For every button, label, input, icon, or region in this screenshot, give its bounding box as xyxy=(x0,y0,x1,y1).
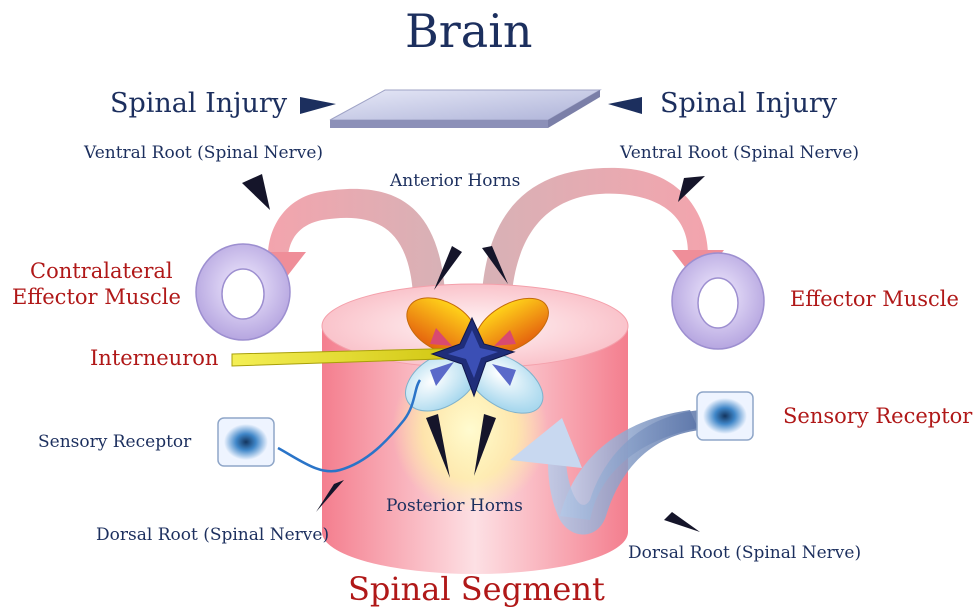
anterior-horns-label: Anterior Horns xyxy=(390,171,520,191)
sensory-receptor-left-icon xyxy=(218,418,274,466)
ventral-root-left-label: Ventral Root (Spinal Nerve) xyxy=(84,143,323,163)
effector-muscle-label: Effector Muscle xyxy=(790,287,959,311)
spinal-injury-right-arrowhead-icon xyxy=(608,97,642,114)
dorsal-right-pointer-icon xyxy=(664,512,700,532)
sensory-receptor-right-icon xyxy=(697,392,753,440)
brain-plate xyxy=(330,90,600,128)
sensory-receptor-right-label: Sensory Receptor xyxy=(783,404,972,428)
interneuron-label: Interneuron xyxy=(90,346,218,370)
ventral-left-pointer-icon xyxy=(242,174,270,210)
contralateral-label-line2: Effector Muscle xyxy=(12,285,181,309)
ventral-right-pointer-icon xyxy=(678,176,705,202)
spinal-injury-right-label: Spinal Injury xyxy=(660,88,837,119)
page-title: Brain xyxy=(405,4,533,58)
contralateral-muscle-ring-icon xyxy=(196,244,290,340)
effector-muscle-ring-icon xyxy=(672,253,764,349)
contralateral-label-line1: Contralateral xyxy=(30,259,173,283)
posterior-horns-label: Posterior Horns xyxy=(386,496,523,516)
sensory-receptor-left-label: Sensory Receptor xyxy=(38,432,191,452)
dorsal-root-right-label: Dorsal Root (Spinal Nerve) xyxy=(628,543,861,563)
spinal-injury-left-label: Spinal Injury xyxy=(110,88,287,119)
spinal-injury-left-arrowhead-icon xyxy=(300,97,336,114)
spinal-segment-title: Spinal Segment xyxy=(348,570,605,608)
ventral-root-right-label: Ventral Root (Spinal Nerve) xyxy=(620,143,859,163)
dorsal-root-left-label: Dorsal Root (Spinal Nerve) xyxy=(96,525,329,545)
